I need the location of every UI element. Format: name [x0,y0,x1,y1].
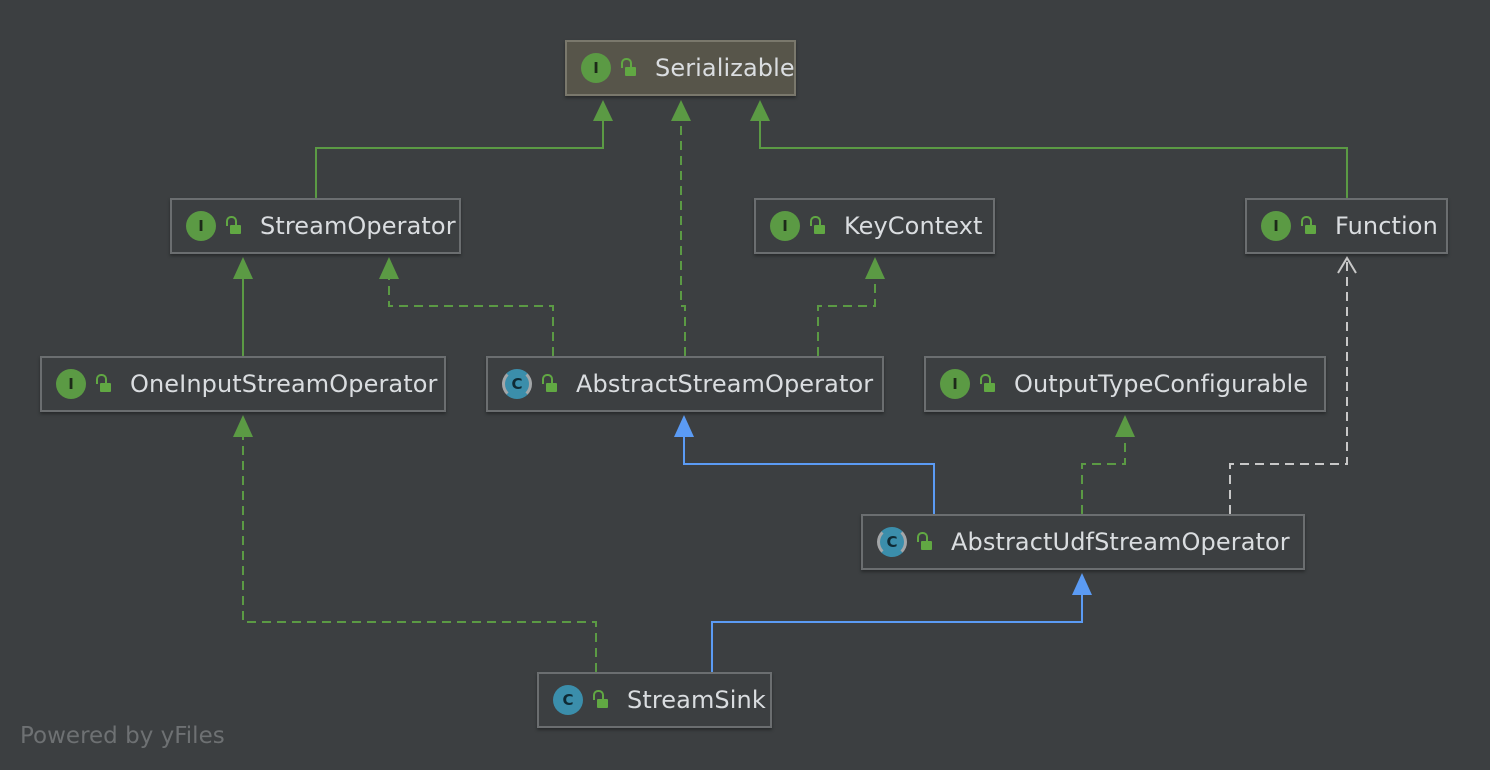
public-lock-icon [226,216,244,236]
arrowhead-solid [674,415,694,437]
public-lock-icon [96,374,114,394]
arrowhead-solid [1072,573,1092,595]
powered-by-watermark: Powered by yFiles [20,723,225,749]
interface-icon: I [1261,211,1291,241]
node-label: KeyContext [844,212,983,240]
node-label: AbstractStreamOperator [576,370,874,398]
node-function[interactable]: I Function [1245,198,1448,254]
arrowhead-solid [865,257,885,279]
node-stream-operator[interactable]: I StreamOperator [170,198,461,254]
edge-abstractstreamoperator-streamoperator [388,278,554,356]
public-lock-icon [1301,216,1319,236]
arrowhead-solid [233,257,253,279]
arrowhead-solid [750,100,770,121]
node-label: Serializable [655,54,795,82]
edge-abstractudf-abstractstreamoperator [683,436,935,514]
node-label: StreamOperator [260,212,456,240]
node-stream-sink[interactable]: C StreamSink [537,672,772,728]
arrowhead-solid [671,100,691,121]
arrowhead-open [1337,256,1357,274]
arrowhead-solid [1115,415,1135,437]
node-label: StreamSink [627,686,766,714]
node-abstract-udf-stream-operator[interactable]: C AbstractUdfStreamOperator [861,514,1305,570]
abstract-class-icon: C [502,369,532,399]
public-lock-icon [542,374,560,394]
interface-icon: I [581,53,611,83]
abstract-class-icon: C [877,527,907,557]
edge-function-serializable [759,118,1348,198]
arrowhead-solid [379,257,399,279]
interface-icon: I [770,211,800,241]
public-lock-icon [621,58,639,78]
node-key-context[interactable]: I KeyContext [754,198,995,254]
edge-abstractstreamoperator-keycontext [817,278,876,356]
edge-streamsink-oneinput [242,436,597,672]
node-output-type-configurable[interactable]: I OutputTypeConfigurable [924,356,1326,412]
edge-abstractudf-function [1229,260,1348,514]
edge-abstractudf-outputtypeconfigurable [1081,436,1126,514]
node-serializable[interactable]: I Serializable [565,40,796,96]
edge-streamsink-abstractudf [711,594,1083,672]
node-label: Function [1335,212,1438,240]
arrowhead-solid [593,100,613,121]
edge-streamoperator-serializable [315,118,604,198]
node-label: OneInputStreamOperator [130,370,438,398]
node-label: OutputTypeConfigurable [1014,370,1309,398]
interface-icon: I [56,369,86,399]
class-icon: C [553,685,583,715]
public-lock-icon [810,216,828,236]
node-label: AbstractUdfStreamOperator [951,528,1290,556]
interface-icon: I [940,369,970,399]
public-lock-icon [917,532,935,552]
node-one-input-stream-operator[interactable]: I OneInputStreamOperator [40,356,446,412]
public-lock-icon [593,690,611,710]
interface-icon: I [186,211,216,241]
node-abstract-stream-operator[interactable]: C AbstractStreamOperator [486,356,884,412]
arrowhead-solid [233,415,253,437]
edge-abstractstreamoperator-serializable [680,118,686,356]
public-lock-icon [980,374,998,394]
